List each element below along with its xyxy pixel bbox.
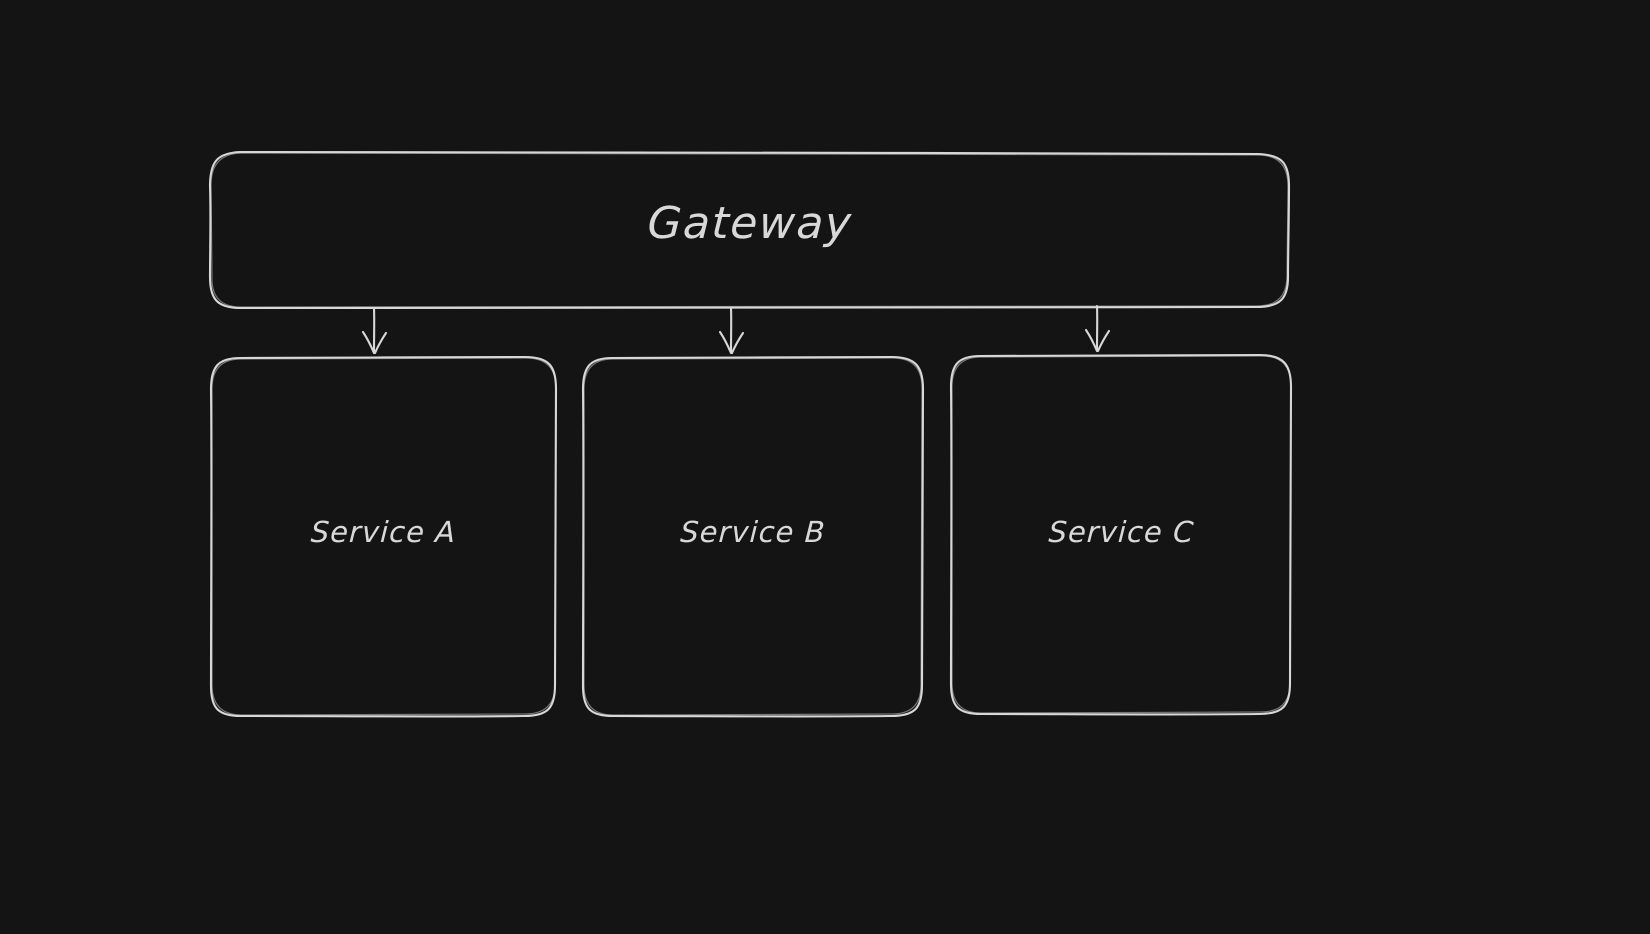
- edge-gateway-service-c[interactable]: [1084, 304, 1111, 353]
- edge-gateway-service-b-arrowhead: [718, 330, 745, 355]
- node-service-b[interactable]: [581, 355, 925, 718]
- edge-gateway-service-a[interactable]: [361, 306, 388, 355]
- node-service-c[interactable]: [949, 353, 1293, 716]
- gateway-shape: [208, 150, 1291, 310]
- node-label-service-c: Service C: [1047, 515, 1196, 549]
- node-gateway[interactable]: [208, 150, 1291, 310]
- service-b-shape: [581, 355, 925, 718]
- node-service-a[interactable]: [209, 355, 558, 718]
- edge-gateway-service-a-arrowhead: [361, 330, 388, 355]
- service-a-shape: [209, 355, 558, 718]
- service-c-shape: [949, 353, 1293, 716]
- node-label-gateway: Gateway: [646, 198, 854, 249]
- service-b-shape-underlay: [583, 357, 923, 716]
- edge-gateway-service-b[interactable]: [718, 306, 745, 355]
- edge-gateway-service-c-arrowhead: [1084, 328, 1111, 353]
- node-label-service-a: Service A: [310, 515, 458, 549]
- node-label-service-b: Service B: [679, 515, 827, 549]
